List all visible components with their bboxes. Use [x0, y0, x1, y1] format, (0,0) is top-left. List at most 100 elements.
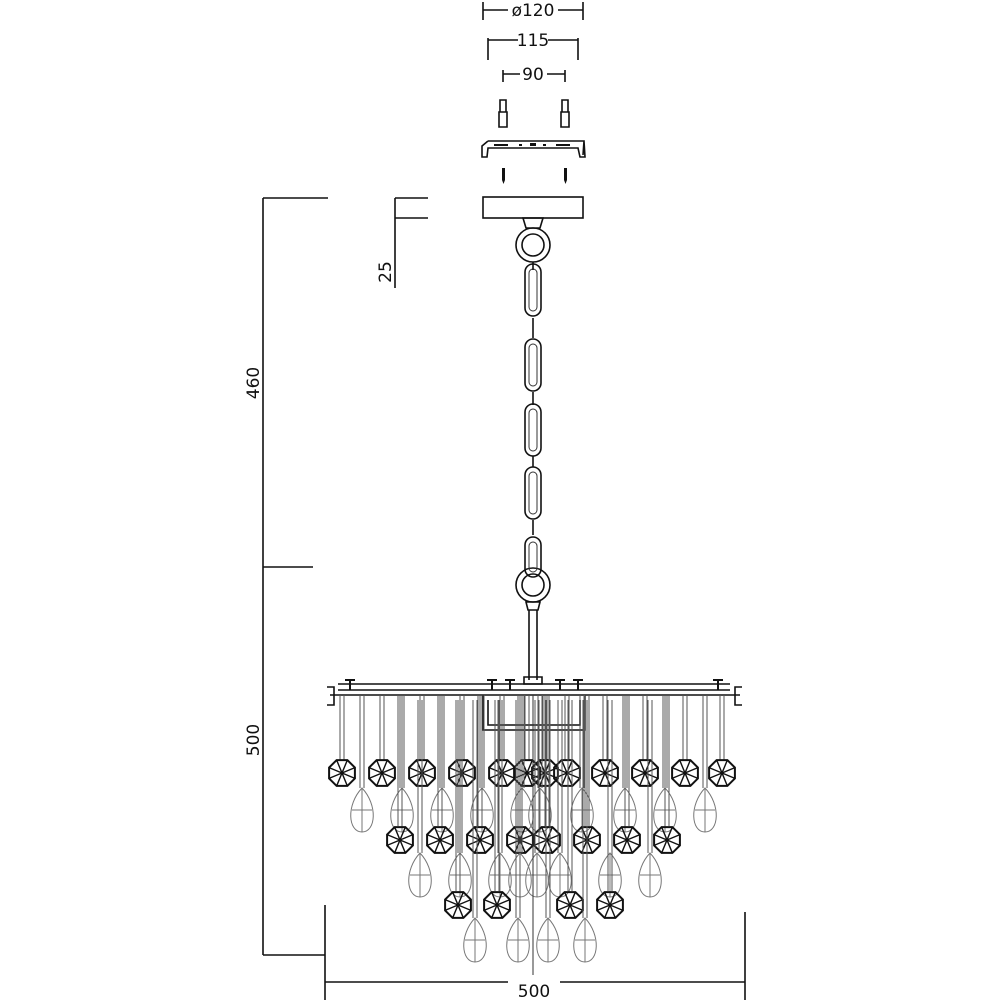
- octagon-facets: [553, 759, 581, 787]
- canopy: [482, 196, 584, 219]
- hanging-rod: [607, 700, 613, 853]
- hanging-rod: [719, 695, 725, 760]
- hanging-rod: [682, 695, 688, 760]
- chain-link: [524, 403, 542, 457]
- hanging-rod: [479, 695, 485, 788]
- hanging-rod: [439, 695, 445, 788]
- hanging-rod: [339, 695, 345, 760]
- octagon-facets: [444, 891, 472, 919]
- octagon-facets: [653, 826, 681, 854]
- octagon-facets: [386, 826, 414, 854]
- hanging-rod: [379, 695, 385, 760]
- hanging-rod: [544, 695, 550, 826]
- chain-link: [524, 536, 542, 578]
- octagon-facets: [483, 891, 511, 919]
- wall-anchor-icon: [498, 99, 570, 128]
- octagon-facets: [596, 891, 624, 919]
- dimension-anchor-spacing: 90: [502, 65, 566, 85]
- dimension-label: 90: [522, 65, 544, 85]
- hanging-rod: [602, 695, 608, 760]
- octagon-facets: [533, 826, 561, 854]
- hanging-rod: [494, 700, 500, 891]
- teardrop-crystal: [506, 917, 530, 963]
- hanging-rod: [545, 700, 551, 918]
- hanging-rod: [662, 695, 668, 788]
- teardrop-crystal: [536, 917, 560, 963]
- teardrop-crystal: [573, 917, 597, 963]
- octagon-facets: [591, 759, 619, 787]
- teardrop-crystal: [570, 787, 594, 833]
- chain-link-inner: [528, 408, 538, 452]
- hanging-rod: [457, 700, 463, 853]
- hanging-rod: [417, 700, 423, 853]
- hanging-rod: [607, 700, 613, 891]
- octagon-facets: [513, 759, 541, 787]
- hanging-rod: [477, 695, 483, 826]
- hanging-rod: [499, 695, 505, 760]
- hanging-rod: [622, 695, 628, 788]
- chain-link-inner: [528, 268, 538, 312]
- octagon-facets: [556, 891, 584, 919]
- hanging-rod: [517, 700, 523, 853]
- hanging-rod: [702, 695, 708, 788]
- hanging-rod: [584, 695, 590, 826]
- teardrop-crystal: [488, 852, 512, 898]
- frame-finial: [573, 679, 583, 690]
- chain-link: [524, 338, 542, 392]
- screw-icon: [502, 168, 567, 184]
- chain-link-inner: [528, 541, 538, 573]
- octagon-facets: [466, 826, 494, 854]
- hanging-rod: [642, 695, 648, 760]
- hanging-rod: [472, 700, 478, 918]
- dimension-label: 115: [517, 31, 549, 51]
- dimension-canopy-diameter: ø120: [482, 1, 584, 21]
- hanging-rod: [557, 700, 563, 853]
- dimension-overall-height: 460 500: [244, 197, 328, 956]
- octagon-facets: [631, 759, 659, 787]
- teardrop-crystal: [350, 787, 374, 833]
- frame-finial: [505, 679, 515, 690]
- dimension-label: 460: [244, 367, 264, 399]
- hanging-rod: [455, 700, 461, 891]
- dimension-label: 25: [376, 261, 396, 283]
- mounting-bracket: [481, 140, 586, 158]
- teardrop-crystal: [693, 787, 717, 833]
- hanging-rod: [497, 700, 503, 853]
- teardrop-crystal: [525, 852, 549, 898]
- crystal-array: [328, 679, 736, 975]
- chain-link: [524, 466, 542, 520]
- hanging-rod: [647, 700, 653, 853]
- hanging-rod: [419, 695, 425, 760]
- frame-finial: [487, 679, 497, 690]
- teardrop-crystal: [408, 852, 432, 898]
- octagon-facets: [708, 759, 736, 787]
- hanging-rod: [537, 695, 543, 788]
- dimension-bracket-width: 115: [487, 31, 579, 60]
- hanging-rod: [542, 695, 548, 760]
- hanging-rod: [515, 700, 521, 918]
- hanging-rod: [564, 695, 570, 760]
- octagon-facets: [426, 826, 454, 854]
- chain-link: [524, 263, 542, 317]
- dimension-label: 500: [244, 724, 264, 756]
- dimension-body-width: 500: [324, 905, 746, 1000]
- hanging-rod: [397, 695, 403, 826]
- chain-link-inner: [528, 343, 538, 387]
- teardrop-crystal: [528, 787, 552, 833]
- frame-finial: [555, 679, 565, 690]
- chain-link-inner: [528, 471, 538, 515]
- hanging-rod: [579, 695, 585, 788]
- frame-finial: [345, 679, 355, 690]
- hanging-rod: [359, 695, 365, 788]
- hanging-rod: [567, 700, 573, 891]
- teardrop-crystal: [463, 917, 487, 963]
- chain: [515, 217, 551, 680]
- frame-finial: [713, 679, 723, 690]
- octagon-facets: [328, 759, 356, 787]
- hanging-rod: [582, 700, 588, 918]
- teardrop-crystal: [638, 852, 662, 898]
- teardrop-crystal: [598, 852, 622, 898]
- octagon-facets: [368, 759, 396, 787]
